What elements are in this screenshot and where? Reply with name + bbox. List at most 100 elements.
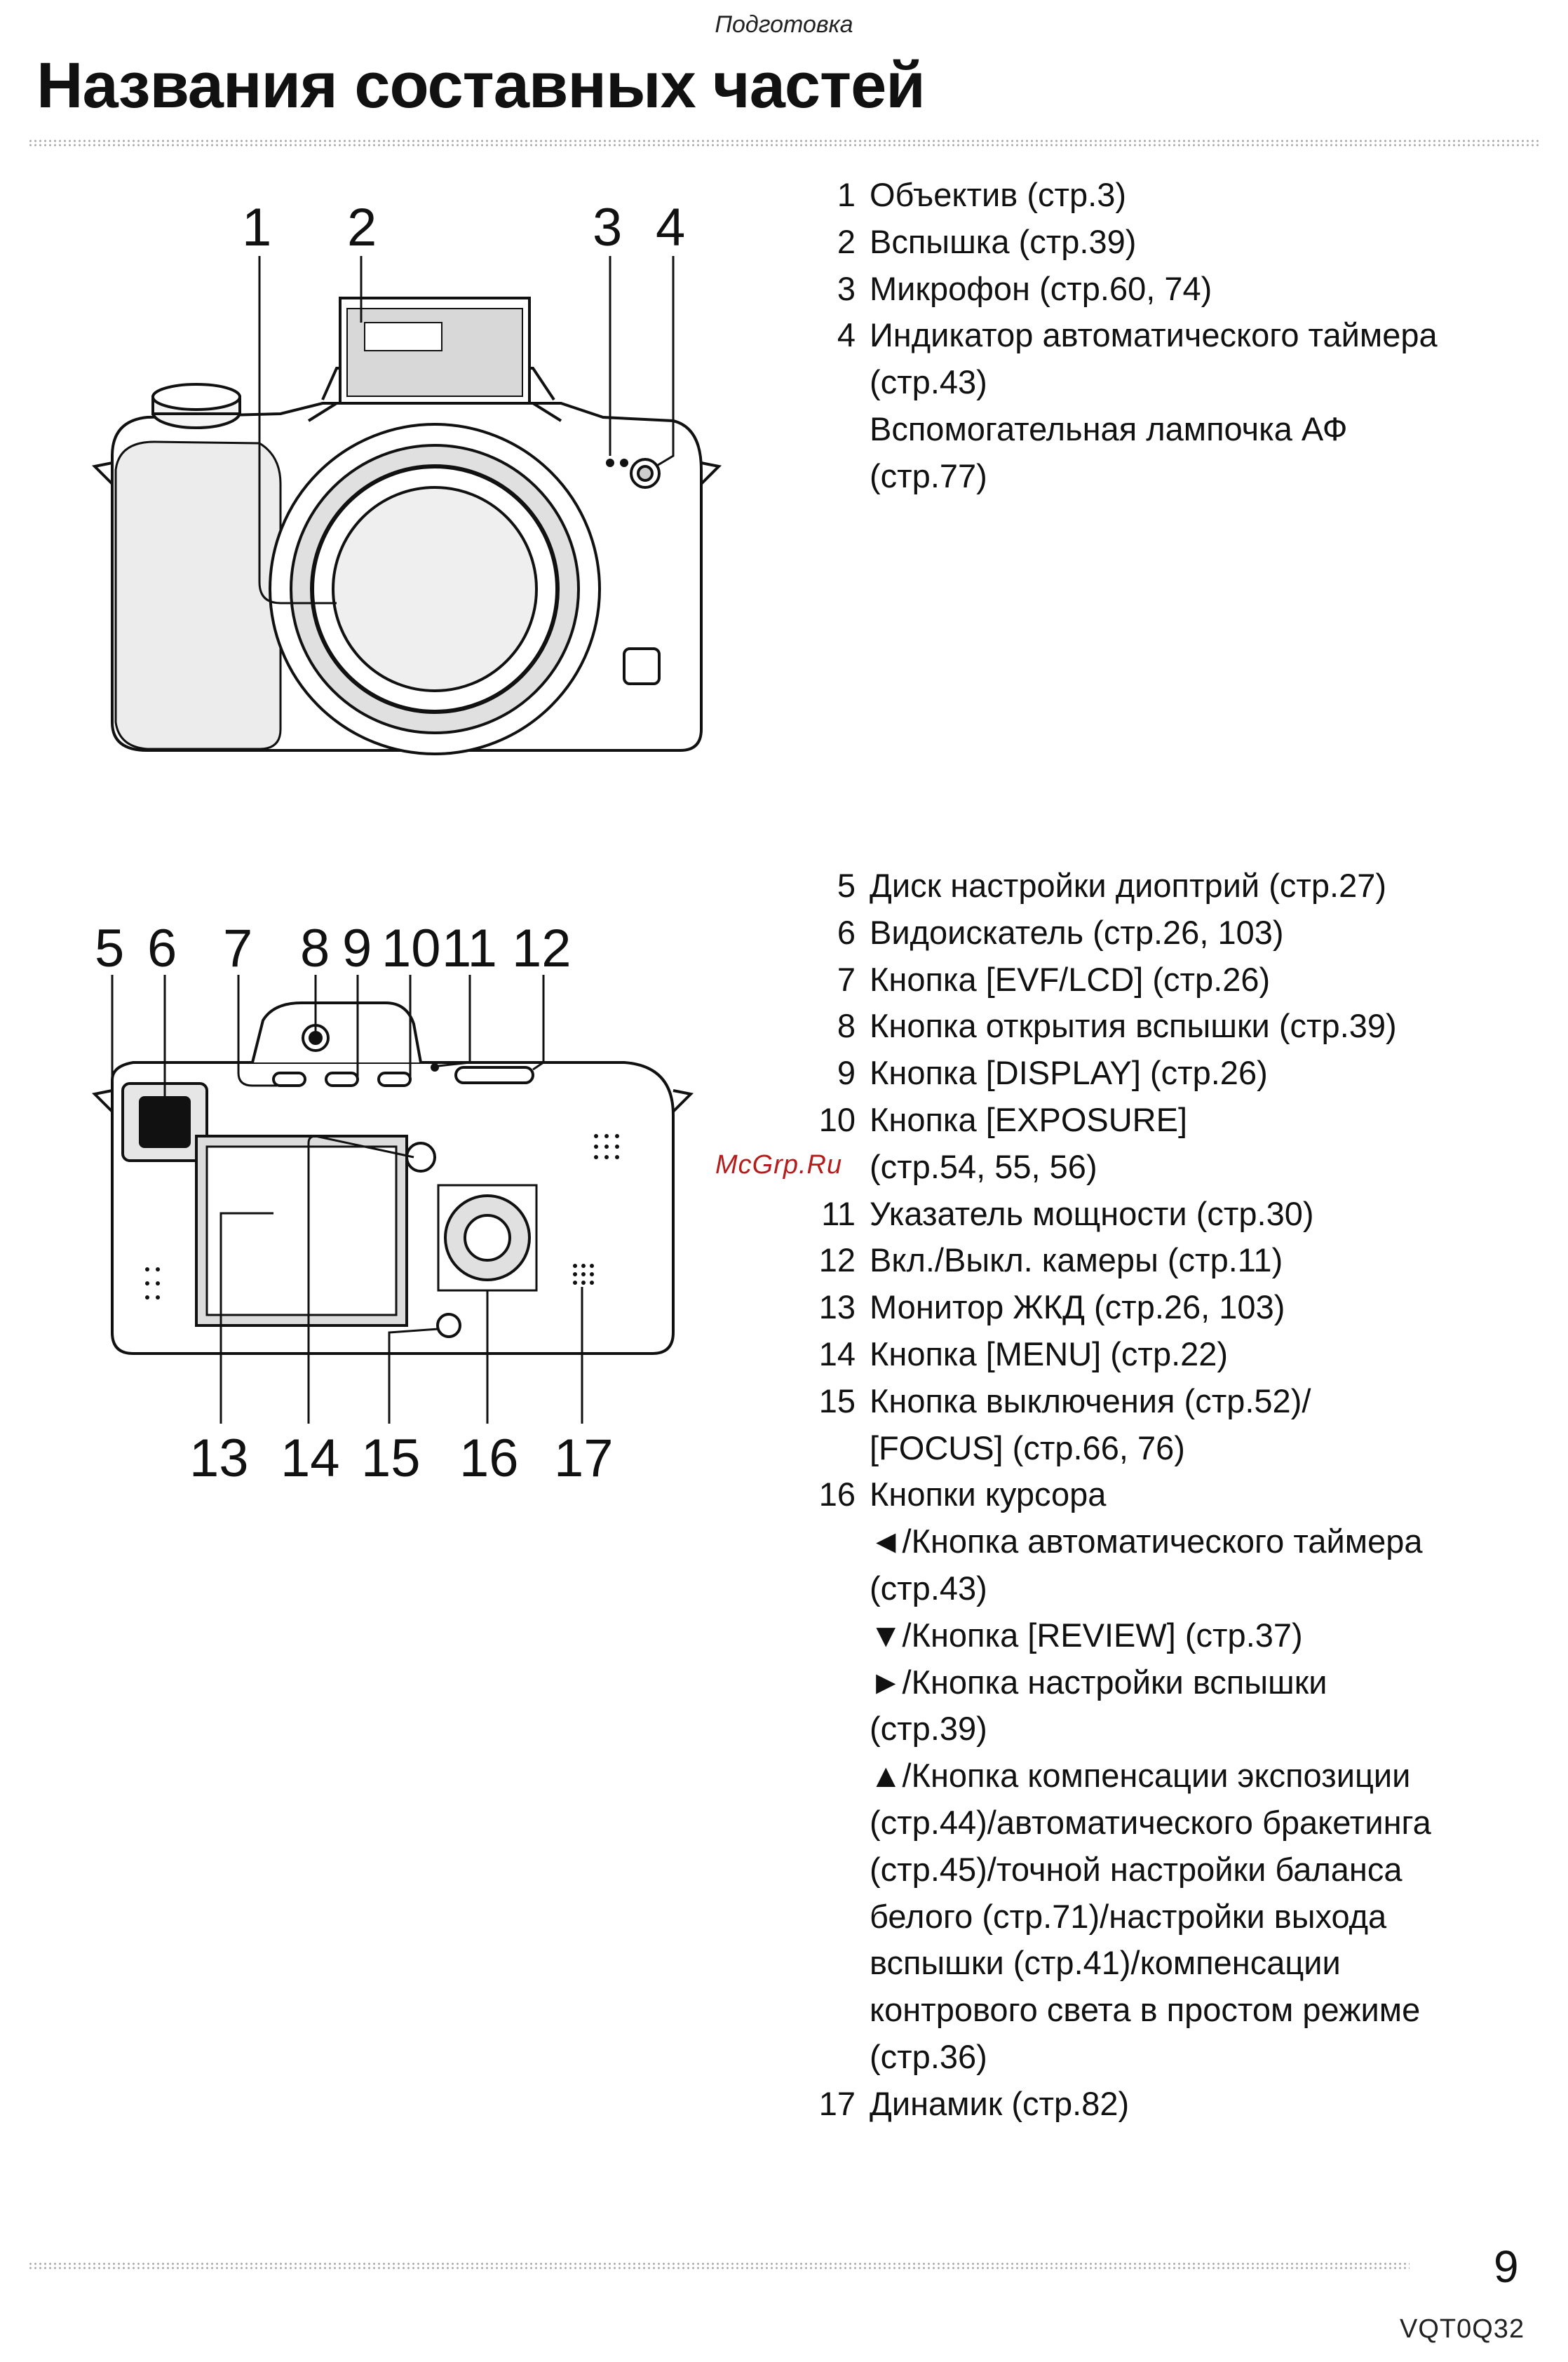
- part-description-line: Видоискатель (стр.26, 103): [870, 913, 1284, 951]
- part-description-line: (стр.44)/автоматического бракетинга: [870, 1803, 1431, 1841]
- part-description: Кнопка выключения (стр.52)/ [FOCUS] (стр.…: [870, 1378, 1543, 1472]
- part-description: Видоискатель (стр.26, 103): [870, 910, 1543, 957]
- part-number: 17: [818, 2084, 856, 2122]
- part-number: 8: [837, 1007, 856, 1045]
- callout-7: 7: [223, 919, 252, 978]
- part-description: Диск настройки диоптрий (стр.27): [870, 863, 1543, 910]
- parts-list-front: 1 Объектив (стр.3) 2 Вспышка (стр.39) 3 Микро…: [785, 172, 1543, 500]
- part-item: 5 Диск настройки диоптрий (стр.27): [785, 863, 1543, 910]
- callout-12: 12: [512, 919, 572, 978]
- top-dotted-divider: [28, 139, 1540, 147]
- callout-17: 17: [554, 1429, 614, 1488]
- part-number: 12: [818, 1241, 856, 1279]
- part-item: 2 Вспышка (стр.39): [785, 219, 1543, 266]
- part-description-line: Кнопка [EVF/LCD] (стр.26): [870, 960, 1271, 998]
- document-code: VQT0Q32: [1400, 2314, 1525, 2344]
- part-description-line: Микрофон (стр.60, 74): [870, 269, 1212, 307]
- part-number: 13: [818, 1288, 856, 1326]
- callout-16: 16: [459, 1429, 519, 1488]
- part-number: 1: [837, 176, 856, 213]
- part-description: Индикатор автоматического таймера (стр.43…: [870, 312, 1543, 499]
- callout-3: 3: [593, 198, 622, 257]
- part-number: 15: [818, 1382, 856, 1419]
- part-description-line: Кнопка [MENU] (стр.22): [870, 1335, 1229, 1372]
- part-description-line: Вспомогательная лампочка АФ: [870, 410, 1348, 447]
- part-number: 10: [818, 1100, 856, 1138]
- part-description: Указатель мощности (стр.30): [870, 1191, 1543, 1238]
- part-description-line: Динамик (стр.82): [870, 2084, 1130, 2122]
- part-item: 7 Кнопка [EVF/LCD] (стр.26): [785, 957, 1543, 1004]
- part-item: 15 Кнопка выключения (стр.52)/ [FOCUS] (ст…: [785, 1378, 1543, 1472]
- part-description-line: Кнопка [DISPLAY] (стр.26): [870, 1054, 1268, 1092]
- part-description: Вкл./Выкл. камеры (стр.11): [870, 1237, 1543, 1284]
- part-description-line: Индикатор автоматического таймера: [870, 316, 1438, 354]
- part-description-line: (стр.77): [870, 457, 987, 494]
- part-number: 14: [818, 1335, 856, 1372]
- part-description-line: (стр.54, 55, 56): [870, 1147, 1097, 1185]
- part-item: 16 Кнопки курсора ◄/Кнопка автоматического…: [785, 1471, 1543, 2080]
- callout-4: 4: [656, 198, 685, 257]
- part-description-line: Диск настройки диоптрий (стр.27): [870, 867, 1387, 904]
- callout-1: 1: [242, 198, 271, 257]
- part-item: 3 Микрофон (стр.60, 74): [785, 266, 1543, 313]
- callout-8: 8: [300, 919, 330, 978]
- part-item: 8 Кнопка открытия вспышки (стр.39): [785, 1003, 1543, 1050]
- callout-2: 2: [347, 198, 377, 257]
- part-description-line: ▼/Кнопка [REVIEW] (стр.37): [870, 1616, 1303, 1654]
- callout-11: 11: [442, 919, 497, 978]
- part-description-line: контрового света в простом режиме: [870, 1991, 1421, 2029]
- parts-list-back: 5 Диск настройки диоптрий (стр.27) 6 Видоис…: [785, 863, 1543, 2128]
- part-number: 11: [821, 1194, 856, 1232]
- part-number: 5: [837, 867, 856, 904]
- part-description-line: ►/Кнопка настройки вспышки: [870, 1663, 1327, 1701]
- part-number: 4: [837, 316, 856, 354]
- part-description-line: (стр.39): [870, 1710, 987, 1748]
- part-number: 6: [837, 913, 856, 951]
- part-description-line: Кнопка выключения (стр.52)/: [870, 1382, 1311, 1419]
- part-description: Динамик (стр.82): [870, 2081, 1543, 2128]
- callout-13: 13: [189, 1429, 249, 1488]
- callout-9: 9: [342, 919, 372, 978]
- part-description-line: Кнопки курсора: [870, 1476, 1107, 1513]
- part-number: 7: [837, 960, 856, 998]
- part-description-line: Кнопка открытия вспышки (стр.39): [870, 1007, 1397, 1045]
- callout-14: 14: [281, 1429, 340, 1488]
- part-item: 6 Видоискатель (стр.26, 103): [785, 910, 1543, 957]
- part-description-line: Объектив (стр.3): [870, 176, 1126, 213]
- part-description-line: Вкл./Выкл. камеры (стр.11): [870, 1241, 1283, 1279]
- page-title: Названия составных частей: [36, 50, 926, 121]
- watermark-text: McGrp.Ru: [715, 1150, 843, 1180]
- part-description-line: Вспышка (стр.39): [870, 222, 1137, 260]
- callout-15: 15: [361, 1429, 421, 1488]
- part-number: 16: [818, 1476, 856, 1513]
- part-item: 1 Объектив (стр.3): [785, 172, 1543, 219]
- part-description-line: [FOCUS] (стр.66, 76): [870, 1429, 1185, 1466]
- part-number: 2: [837, 222, 856, 260]
- camera-front-illustration: 1 2 3 4: [91, 198, 722, 755]
- part-item: 17 Динамик (стр.82): [785, 2081, 1543, 2128]
- part-description-line: (стр.43): [870, 1569, 987, 1607]
- part-description: Кнопка [EVF/LCD] (стр.26): [870, 957, 1543, 1004]
- part-item: 11 Указатель мощности (стр.30): [785, 1191, 1543, 1238]
- part-description-line: Кнопка [EXPOSURE]: [870, 1100, 1188, 1138]
- callout-5: 5: [95, 919, 124, 978]
- part-description-line: (стр.45)/точной настройки баланса: [870, 1850, 1403, 1888]
- part-description-line: Монитор ЖКД (стр.26, 103): [870, 1288, 1285, 1326]
- part-description-line: (стр.36): [870, 2037, 987, 2075]
- bottom-dotted-divider: [28, 2262, 1410, 2270]
- camera-back-illustration: 5 6 7 8 9 10 11 12 13 14 15 16 17: [91, 919, 694, 1488]
- part-number: 3: [837, 269, 856, 307]
- part-description: Вспышка (стр.39): [870, 219, 1543, 266]
- section-label: Подготовка: [715, 11, 853, 38]
- part-item: 10 Кнопка [EXPOSURE] (стр.54, 55, 56): [785, 1097, 1543, 1191]
- part-description-line: белого (стр.71)/настройки выхода: [870, 1897, 1387, 1935]
- callout-6: 6: [147, 919, 177, 978]
- part-description: Кнопка [MENU] (стр.22): [870, 1331, 1543, 1378]
- part-description-line: ◄/Кнопка автоматического таймера: [870, 1523, 1423, 1560]
- part-description: Объектив (стр.3): [870, 172, 1543, 219]
- part-description-line: вспышки (стр.41)/компенсации: [870, 1944, 1341, 1982]
- part-description: Микрофон (стр.60, 74): [870, 266, 1543, 313]
- part-description-line: (стр.43): [870, 363, 987, 401]
- part-description-line: ▲/Кнопка компенсации экспозиции: [870, 1757, 1411, 1795]
